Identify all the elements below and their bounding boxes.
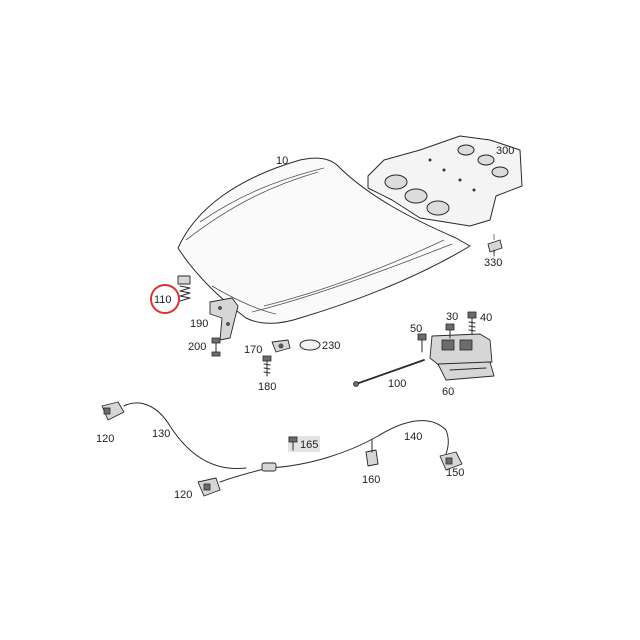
label-200: 200 bbox=[188, 341, 206, 353]
hinge-190-part[interactable] bbox=[209, 297, 239, 341]
label-150: 150 bbox=[446, 467, 464, 479]
label-130: 130 bbox=[152, 428, 170, 440]
release-handle-120-upper-part[interactable] bbox=[101, 401, 125, 421]
seal-ring-230-part[interactable] bbox=[299, 339, 321, 351]
label-10: 10 bbox=[276, 155, 288, 167]
label-110: 110 bbox=[154, 294, 172, 306]
pin-165-part[interactable] bbox=[288, 436, 320, 452]
label-300: 300 bbox=[496, 145, 514, 157]
label-190: 190 bbox=[190, 318, 208, 330]
bolt-30-part[interactable] bbox=[445, 323, 455, 339]
label-170: 170 bbox=[244, 344, 262, 356]
cable-connector-part[interactable] bbox=[261, 462, 277, 472]
clip-330-part[interactable] bbox=[487, 239, 503, 257]
label-230: 230 bbox=[322, 340, 340, 352]
label-180: 180 bbox=[258, 381, 276, 393]
hood-insulation[interactable] bbox=[367, 135, 523, 227]
label-30: 30 bbox=[446, 311, 458, 323]
release-handle-120-lower-part[interactable] bbox=[197, 477, 221, 497]
screw-180-part[interactable] bbox=[262, 355, 272, 377]
cable-clip-160-part[interactable] bbox=[365, 439, 379, 467]
hood-panel[interactable] bbox=[177, 157, 471, 324]
bolt-200-part[interactable] bbox=[211, 337, 221, 357]
label-100: 100 bbox=[388, 378, 406, 390]
bolt-40-part[interactable] bbox=[467, 311, 477, 335]
rod-100-part[interactable] bbox=[353, 359, 425, 387]
label-120-lower: 120 bbox=[174, 489, 192, 501]
label-165: 165 bbox=[300, 439, 318, 451]
cable-holder-150-part[interactable] bbox=[439, 451, 463, 471]
label-50: 50 bbox=[410, 323, 422, 335]
label-60: 60 bbox=[442, 386, 454, 398]
spring-110-part[interactable] bbox=[177, 275, 191, 302]
release-cable-130-part[interactable] bbox=[123, 402, 269, 483]
release-cable-140-part[interactable] bbox=[267, 420, 449, 469]
highlight-circle-110 bbox=[150, 284, 180, 314]
label-330: 330 bbox=[484, 257, 502, 269]
bolt-50-part[interactable] bbox=[417, 333, 427, 353]
buffer-170-part[interactable] bbox=[271, 339, 291, 353]
latch-assembly-part[interactable] bbox=[429, 333, 495, 381]
label-140: 140 bbox=[404, 431, 422, 443]
label-120-upper: 120 bbox=[96, 433, 114, 445]
label-40: 40 bbox=[480, 312, 492, 324]
label-160: 160 bbox=[362, 474, 380, 486]
